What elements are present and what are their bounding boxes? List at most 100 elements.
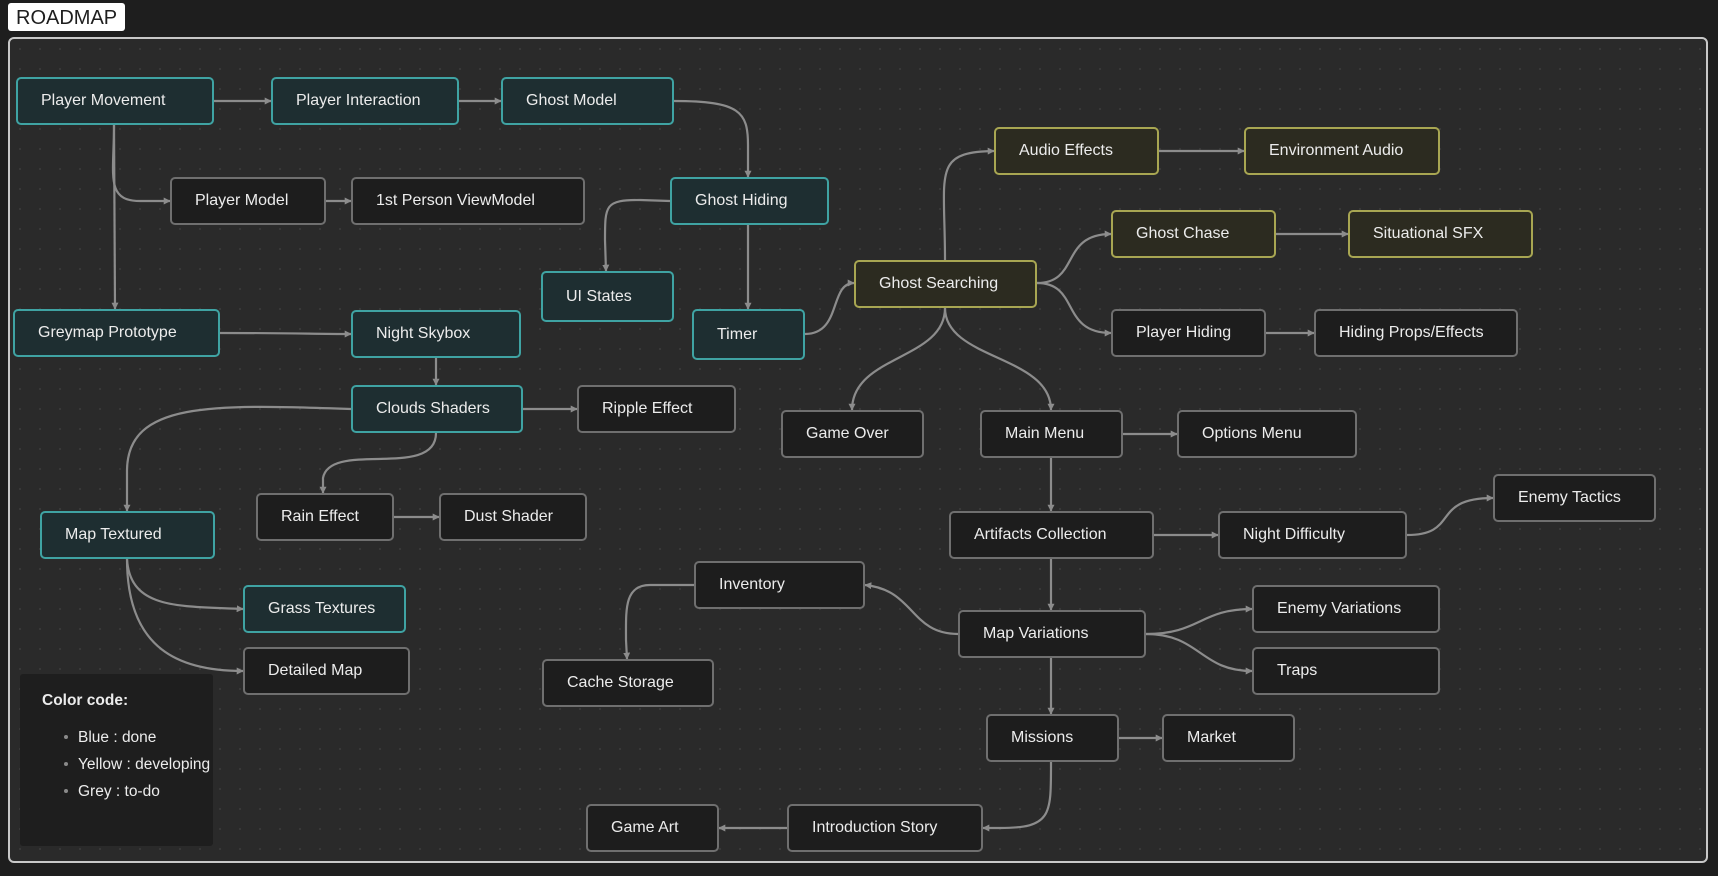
node-label: Game Art (611, 819, 679, 836)
node-enemy-variations[interactable]: Enemy Variations (1252, 585, 1440, 633)
node-traps[interactable]: Traps (1252, 647, 1440, 695)
node-label: Player Interaction (296, 92, 421, 109)
node-label: Ghost Hiding (695, 192, 788, 209)
edge-player-movement-to-greymap-prototype[interactable] (111, 124, 119, 310)
node-options-menu[interactable]: Options Menu (1177, 410, 1357, 458)
node-label: Grass Textures (268, 600, 376, 617)
node-clouds-shaders[interactable]: Clouds Shaders (351, 385, 523, 433)
node-player-movement[interactable]: Player Movement (16, 77, 214, 125)
node-label: Ghost Chase (1136, 225, 1230, 242)
node-grass-textures[interactable]: Grass Textures (243, 585, 406, 633)
legend-list: Blue : done Yellow : developing Grey : t… (42, 726, 213, 803)
node-label: Map Variations (983, 625, 1089, 642)
node-missions[interactable]: Missions (986, 714, 1119, 762)
node-label: Market (1187, 729, 1236, 746)
node-audio-effects[interactable]: Audio Effects (994, 127, 1159, 175)
edge-inventory-to-cache-storage[interactable] (623, 583, 694, 660)
node-greymap-prototype[interactable]: Greymap Prototype (13, 309, 220, 357)
node-ghost-chase[interactable]: Ghost Chase (1111, 210, 1276, 258)
node-label: Player Movement (41, 92, 166, 109)
node-enemy-tactics[interactable]: Enemy Tactics (1493, 474, 1656, 522)
node-map-variations[interactable]: Map Variations (958, 610, 1146, 658)
edge-ghost-searching-to-player-hiding[interactable] (1036, 281, 1112, 337)
node-ui-states[interactable]: UI States (541, 271, 674, 322)
node-first-person-viewmodel[interactable]: 1st Person ViewModel (351, 177, 585, 225)
node-detailed-map[interactable]: Detailed Map (243, 647, 410, 695)
node-label: Missions (1011, 729, 1074, 746)
node-player-hiding[interactable]: Player Hiding (1111, 309, 1266, 357)
edge-player-movement-to-player-model[interactable] (111, 124, 171, 205)
node-artifacts-collection[interactable]: Artifacts Collection (949, 511, 1154, 559)
node-game-over[interactable]: Game Over (781, 410, 924, 458)
node-environment-audio[interactable]: Environment Audio (1244, 127, 1440, 175)
edge-map-variations-to-traps[interactable] (1145, 632, 1253, 675)
node-game-art[interactable]: Game Art (586, 804, 719, 852)
edge-missions-to-introduction-story[interactable] (982, 761, 1053, 832)
edge-map-variations-to-inventory[interactable] (864, 582, 959, 636)
node-market[interactable]: Market (1162, 714, 1295, 762)
node-label: Map Textured (65, 526, 162, 543)
node-label: Dust Shader (464, 508, 553, 525)
edge-ghost-searching-to-ghost-chase[interactable] (1036, 230, 1112, 285)
node-hiding-props-effects[interactable]: Hiding Props/Effects (1314, 309, 1518, 357)
node-label: 1st Person ViewModel (376, 192, 535, 209)
node-introduction-story[interactable]: Introduction Story (787, 804, 983, 852)
node-label: Situational SFX (1373, 225, 1484, 242)
node-night-skybox[interactable]: Night Skybox (351, 310, 521, 358)
node-label: Ghost Model (526, 92, 617, 109)
edge-greymap-prototype-to-night-skybox[interactable] (219, 330, 352, 338)
node-label: UI States (566, 287, 632, 305)
color-code-legend[interactable]: Color code: Blue : done Yellow : develop… (20, 674, 213, 846)
edge-night-difficulty-to-enemy-tactics[interactable] (1406, 494, 1494, 537)
edge-map-variations-to-enemy-variations[interactable] (1145, 605, 1253, 636)
node-cache-storage[interactable]: Cache Storage (542, 659, 714, 707)
node-label: Traps (1277, 662, 1318, 679)
node-label: Inventory (719, 576, 785, 593)
node-label: Artifacts Collection (974, 526, 1107, 543)
node-label: Environment Audio (1269, 142, 1404, 159)
node-label: Night Skybox (376, 325, 471, 342)
node-map-textured[interactable]: Map Textured (40, 511, 215, 559)
node-player-interaction[interactable]: Player Interaction (271, 77, 459, 125)
node-ghost-model[interactable]: Ghost Model (501, 77, 674, 125)
legend-item-done: Blue : done (42, 726, 213, 749)
board-title[interactable]: ROADMAP (8, 3, 126, 31)
node-player-model[interactable]: Player Model (170, 177, 326, 225)
node-label: Cache Storage (567, 674, 674, 691)
node-label: Player Model (195, 192, 289, 209)
edge-clouds-shaders-to-map-textured[interactable] (123, 405, 352, 512)
node-label: Greymap Prototype (38, 324, 177, 341)
node-night-difficulty[interactable]: Night Difficulty (1218, 511, 1407, 559)
node-label: Ripple Effect (602, 400, 693, 417)
node-label: Options Menu (1202, 425, 1302, 442)
node-label: Main Menu (1005, 425, 1085, 442)
node-inventory[interactable]: Inventory (694, 561, 865, 609)
node-label: Enemy Tactics (1518, 489, 1621, 506)
edge-map-textured-to-grass-textures[interactable] (125, 558, 244, 613)
legend-item-developing: Yellow : developing (42, 753, 213, 776)
legend-title: Color code: (42, 692, 129, 709)
node-situational-sfx[interactable]: Situational SFX (1348, 210, 1533, 258)
node-rain-effect[interactable]: Rain Effect (256, 493, 394, 541)
node-dust-shader[interactable]: Dust Shader (439, 493, 587, 541)
edge-ghost-searching-to-game-over[interactable] (848, 307, 947, 411)
edge-ghost-model-to-ghost-hiding[interactable] (673, 99, 752, 178)
edge-clouds-shaders-to-rain-effect[interactable] (319, 432, 438, 494)
node-label: Player Hiding (1136, 324, 1232, 341)
node-ghost-hiding[interactable]: Ghost Hiding (670, 177, 829, 225)
node-timer[interactable]: Timer (692, 309, 805, 360)
node-label: Rain Effect (281, 508, 359, 525)
node-label: Hiding Props/Effects (1339, 324, 1484, 341)
node-ripple-effect[interactable]: Ripple Effect (577, 385, 736, 433)
legend-item-todo: Grey : to-do (42, 780, 213, 803)
edge-map-textured-to-detailed-map[interactable] (125, 558, 244, 675)
edge-timer-to-ghost-searching[interactable] (804, 279, 855, 336)
node-main-menu[interactable]: Main Menu (980, 410, 1123, 458)
node-label: Audio Effects (1019, 142, 1113, 159)
edge-ghost-hiding-to-ui-states[interactable] (602, 198, 671, 272)
node-label: Enemy Variations (1277, 600, 1402, 617)
edge-ghost-searching-to-main-menu[interactable] (943, 307, 1055, 411)
node-ghost-searching[interactable]: Ghost Searching (854, 260, 1037, 308)
edge-ghost-searching-to-audio-effects[interactable] (942, 147, 995, 261)
